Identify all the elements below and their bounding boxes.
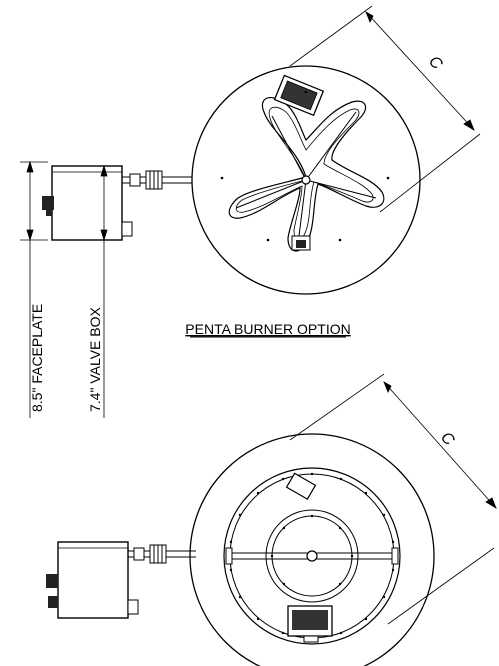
valve-box-label: 7.4" VALVE BOX [87,307,103,412]
dimension-c-top-label: C [425,53,446,73]
ring-valve-box [57,541,129,619]
ring-inner-burner-a [265,509,359,603]
ring-pan-outer [189,433,435,666]
penta-pilot-box [273,74,325,117]
dimension-c-bottom [289,373,497,625]
ring-pan-inner [223,467,401,645]
penta-caption: PENTA BURNER OPTION [185,321,350,337]
ring-hub [306,550,318,562]
dimension-c-bottom-label: C [437,429,458,449]
faceplate-label: 8.5" FACEPLATE [29,304,45,412]
penta-spokes [235,111,377,245]
penta-star-inner [235,106,374,241]
penta-valve-knob [42,196,54,210]
penta-pan-dots [220,90,390,242]
valve-box-dimension [100,164,108,418]
ring-burner-assembly: C [46,373,497,666]
ring-valve-knob [46,574,58,588]
penta-hub [301,175,311,185]
penta-burner-assembly: C [42,5,481,295]
ring-pilot-tab [285,472,317,501]
penta-star-outer [228,96,385,252]
dimension-c-top [289,5,481,213]
penta-pan-circle [191,65,421,295]
faceplate-dimension [20,160,48,418]
ring-port-dots [229,472,395,635]
penta-valve-box [51,165,123,241]
